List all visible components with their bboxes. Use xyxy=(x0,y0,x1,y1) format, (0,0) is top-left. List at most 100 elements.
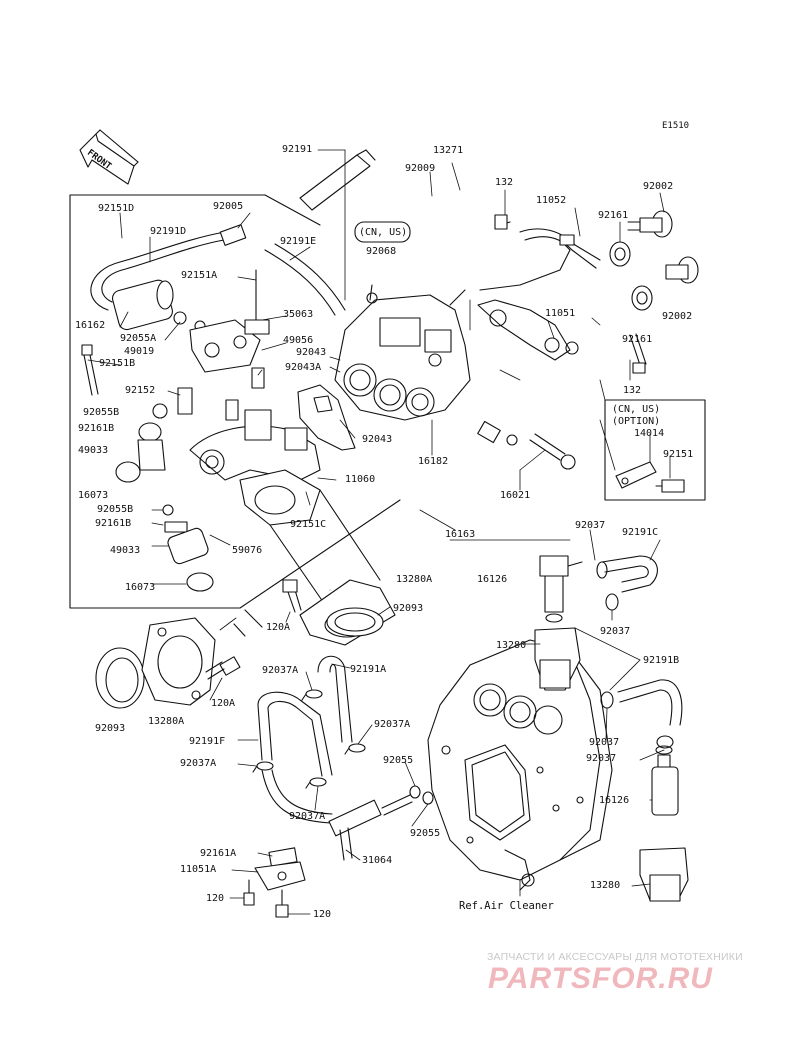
part-label-92191b: 92191B xyxy=(643,655,680,666)
part-label-16126-top: 16126 xyxy=(477,574,508,585)
part-label-31064: 31064 xyxy=(362,855,393,866)
part-label-92043-b: 92043 xyxy=(362,434,393,445)
bolt-92002-top xyxy=(627,210,673,238)
seal-92055b-top xyxy=(152,403,168,419)
cable-bracket-11052 xyxy=(477,214,601,361)
leader-lines-upper xyxy=(87,149,671,585)
part-label-92161b-bot: 92161B xyxy=(95,518,132,529)
part-label-92037a-a: 92037A xyxy=(262,665,299,676)
bracket-14014 xyxy=(615,461,685,493)
diagram-code: E1510 xyxy=(662,121,690,131)
part-label-11051a: 11051A xyxy=(180,864,217,875)
pressure-regulator-16162 xyxy=(111,279,206,332)
delivery-pipe xyxy=(189,409,321,481)
injector-49033-top xyxy=(137,439,166,471)
part-label-13280-bot: 13280 xyxy=(590,880,621,891)
part-label-49033-bot: 49033 xyxy=(110,545,141,556)
part-label-92055b-bot: 92055B xyxy=(97,504,134,515)
part-label-11052: 11052 xyxy=(536,195,567,206)
clamp-92037-r1 xyxy=(600,691,614,709)
collar-92161-mid xyxy=(631,285,653,311)
part-label-92191c: 92191C xyxy=(622,527,659,538)
part-label-92151b: 92151B xyxy=(99,358,136,369)
watermark-logo: PARTSFOR.RU xyxy=(488,962,713,995)
part-label-92055-b: 92055 xyxy=(410,828,441,839)
part-label-92055a: 92055A xyxy=(120,333,157,344)
sensor-16182 xyxy=(477,420,576,470)
note-box-cn-us xyxy=(354,221,411,243)
part-label-16162: 16162 xyxy=(75,320,106,331)
bolt-120a-top xyxy=(282,579,302,613)
part-label-120-b: 120 xyxy=(313,909,332,920)
collar-92152-a xyxy=(177,387,193,415)
part-label-16163: 16163 xyxy=(445,529,476,540)
part-label-92068: 92068 xyxy=(366,246,397,257)
oring-92055-b xyxy=(422,791,434,805)
seal-16073-top xyxy=(115,461,141,483)
hose-92191 xyxy=(299,149,376,211)
bolt-92151b xyxy=(81,344,99,396)
note-option-cn-us: (CN, US) xyxy=(612,404,661,415)
bracket-11051a xyxy=(254,861,306,891)
part-label-92161b-top: 92161B xyxy=(78,423,115,434)
part-label-13280a-bot: 13280A xyxy=(148,716,185,727)
part-label-92037-r2: 92037 xyxy=(586,753,617,764)
part-label-92055-a: 92055 xyxy=(383,755,414,766)
ring-92093-bottom xyxy=(95,647,145,709)
part-label-16073-top: 16073 xyxy=(78,490,109,501)
flange-13280a-bottom xyxy=(141,617,216,706)
seal-92161b-top xyxy=(138,422,162,442)
part-label-92093-top: 92093 xyxy=(393,603,424,614)
part-label-92043-a: 92043 xyxy=(296,347,327,358)
part-label-11051: 11051 xyxy=(545,308,576,319)
part-label-132: 132 xyxy=(495,177,514,188)
clamp-92037a-a xyxy=(301,689,323,701)
part-label-132-mid: 132 xyxy=(623,385,642,396)
bolt-92002-mid xyxy=(665,256,699,284)
ref-air-cleaner-label: Ref.Air Cleaner xyxy=(459,900,554,912)
part-label-13280a-top: 13280A xyxy=(396,574,433,585)
clamp-92037-r2 xyxy=(656,735,674,749)
bolt-120-b xyxy=(275,889,289,918)
part-label-92161a: 92161A xyxy=(200,848,237,859)
part-label-92191: 92191 xyxy=(282,144,313,155)
leader-lines-lower xyxy=(209,529,665,915)
part-label-92191d: 92191D xyxy=(150,226,187,237)
part-label-92191f: 92191F xyxy=(189,736,226,747)
bolt-120a-bottom xyxy=(205,656,241,680)
holder-13280-bottom xyxy=(639,847,689,902)
part-label-92191a: 92191A xyxy=(350,664,387,675)
part-label-16021: 16021 xyxy=(500,490,531,501)
clamp-92037a-b xyxy=(252,761,274,773)
part-label-16073-bot: 16073 xyxy=(125,582,156,593)
part-label-49019: 49019 xyxy=(124,346,155,357)
part-label-92037-top: 92037 xyxy=(575,520,606,531)
hose-92191f xyxy=(257,691,333,824)
bypass-31064 xyxy=(328,794,413,861)
part-label-13280-top: 13280 xyxy=(496,640,527,651)
hose-92191c xyxy=(601,555,658,593)
part-label-92037a-d: 92037A xyxy=(289,811,326,822)
assembly-frame xyxy=(69,194,401,628)
collar-92161-top xyxy=(609,241,631,267)
throttle-body xyxy=(334,284,471,421)
part-label-35063: 35063 xyxy=(283,309,314,320)
clamp-92037-mid xyxy=(605,593,619,611)
part-label-92151d: 92151D xyxy=(98,203,135,214)
part-label-92151c: 92151C xyxy=(290,519,327,530)
part-label-92055b-top: 92055B xyxy=(83,407,120,418)
watermark-tagline: ЗАПЧАСТИ И АКСЕССУАРЫ ДЛЯ МОТОТЕХНИКИ xyxy=(487,951,743,963)
part-label-92161-mid: 92161 xyxy=(622,334,653,345)
part-label-92093-bot: 92093 xyxy=(95,723,126,734)
part-label-92009: 92009 xyxy=(405,163,436,174)
part-label-92151a: 92151A xyxy=(181,270,218,281)
ring-92093-top xyxy=(326,607,384,637)
part-label-13271: 13271 xyxy=(433,145,464,156)
air-cleaner-body xyxy=(427,639,613,891)
option-box xyxy=(604,399,706,501)
note-cn-us: (CN, US) xyxy=(359,227,408,238)
part-label-92191e: 92191E xyxy=(280,236,317,247)
gasket-11060 xyxy=(297,384,356,451)
collar-92152-b xyxy=(225,399,239,421)
